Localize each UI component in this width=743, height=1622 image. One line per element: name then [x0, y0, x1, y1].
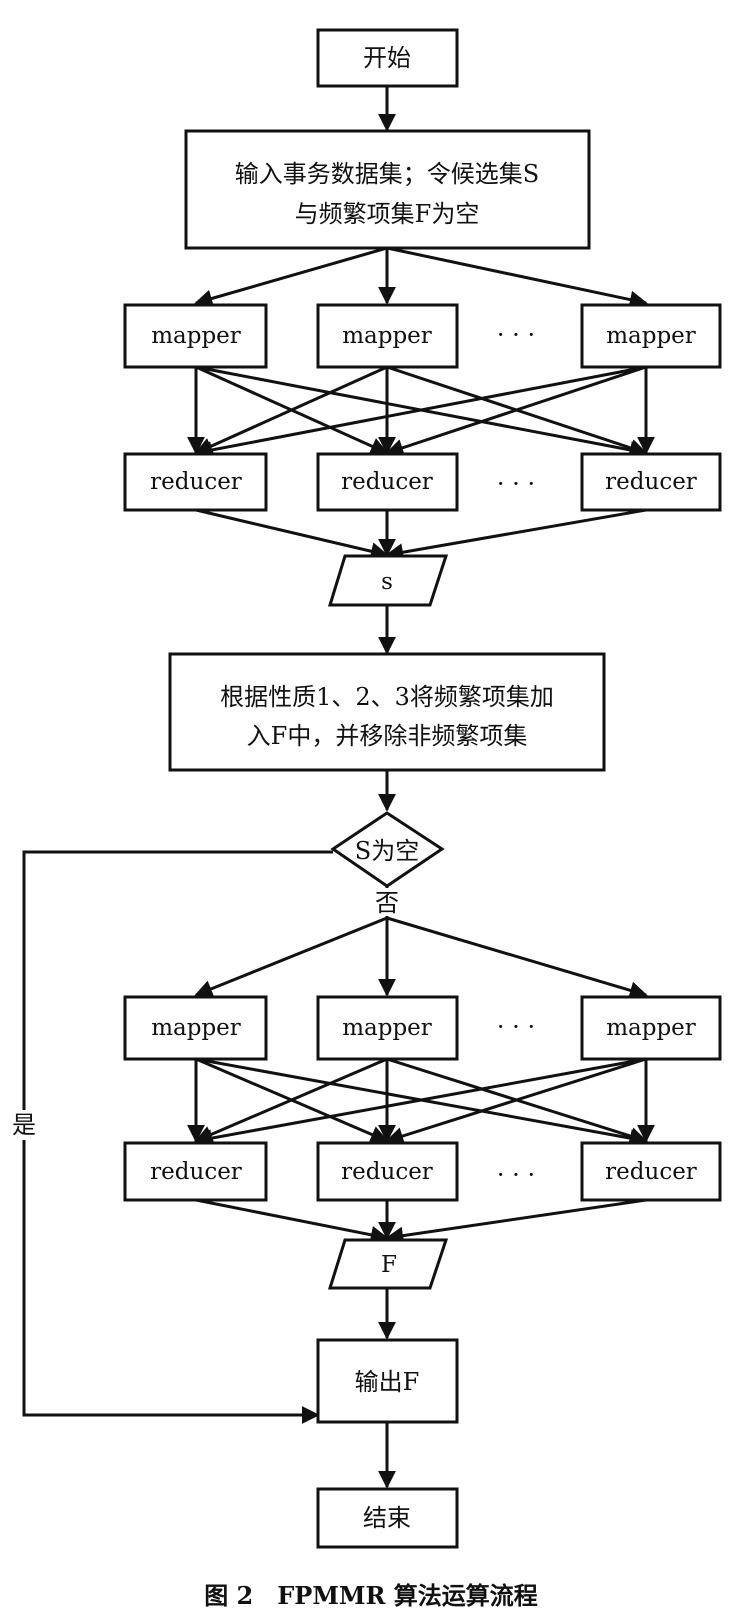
output-node: 输出F	[316, 1338, 459, 1424]
reducer-node-bottom-3: reducer	[580, 1141, 722, 1202]
yes-label-bg	[8, 1110, 40, 1140]
output-label: 输出F	[355, 1368, 420, 1396]
s-data-node: s	[327, 554, 449, 607]
decision-node: S为空	[330, 811, 445, 888]
mapper-node-bottom-3: mapper	[580, 995, 722, 1061]
ellipsis-mapper-top: · · ·	[497, 321, 535, 349]
reducer-node-top-1: reducer	[123, 452, 268, 512]
reducer-node-top-3: reducer	[580, 452, 722, 512]
end-node: 结束	[316, 1487, 459, 1549]
mapper-label: mapper	[342, 323, 432, 349]
input-label-line1: 输入事务数据集；令候选集S	[235, 160, 539, 188]
mapper-label: mapper	[151, 1015, 241, 1041]
end-label: 结束	[363, 1504, 411, 1532]
decision-label: S为空	[355, 837, 419, 865]
edges-mapper-reducer-top	[187, 365, 655, 459]
reducer-node-top-2: reducer	[316, 452, 459, 512]
input-node: 输入事务数据集；令候选集S 与频繁项集F为空	[184, 129, 591, 250]
mapper-node-top-1: mapper	[123, 303, 268, 369]
s-label: s	[381, 569, 393, 595]
yes-label: 是	[12, 1111, 36, 1139]
no-label: 否	[375, 889, 399, 917]
figure-caption: 图 2 FPMMR 算法运算流程	[204, 1581, 538, 1610]
process-label-line2: 入F中，并移除非频繁项集	[247, 722, 528, 750]
reducer-label: reducer	[150, 1159, 242, 1185]
edge-reducer-1-f	[195, 1198, 389, 1244]
reducer-label: reducer	[341, 1159, 433, 1185]
edge-decision-yes	[22, 850, 333, 1424]
edge-input-mapper-3	[386, 246, 648, 309]
mapper-node-bottom-2: mapper	[316, 995, 459, 1061]
reducer-label: reducer	[605, 469, 697, 495]
mapper-label: mapper	[606, 1015, 696, 1041]
connectors	[22, 86, 655, 1489]
process-label-line1: 根据性质1、2、3将频繁项集加	[220, 683, 554, 711]
edge-reducer-3-f	[385, 1198, 647, 1245]
mapper-label: mapper	[606, 323, 696, 349]
mapper-node-top-2: mapper	[316, 303, 459, 369]
reducer-label: reducer	[341, 469, 433, 495]
mapper-label: mapper	[342, 1015, 432, 1041]
edge-no-mapper-3	[386, 916, 648, 1000]
ellipsis-mapper-bottom: · · ·	[497, 1013, 535, 1041]
f-data-node: F	[327, 1238, 449, 1290]
edge-no-mapper-1	[194, 916, 388, 998]
mapper-node-bottom-1: mapper	[123, 995, 268, 1061]
reducer-node-bottom-1: reducer	[123, 1141, 268, 1202]
start-label: 开始	[363, 44, 411, 72]
no-label-bg	[370, 888, 404, 916]
reducer-label: reducer	[605, 1159, 697, 1185]
edges-mapper-reducer-bottom	[187, 1057, 655, 1147]
mapper-node-top-3: mapper	[580, 303, 722, 369]
ellipsis-reducer-top: · · ·	[497, 470, 535, 498]
mapper-label: mapper	[151, 323, 241, 349]
edge-input-mapper-1	[194, 246, 388, 308]
reducer-node-bottom-2: reducer	[316, 1141, 459, 1202]
f-label: F	[381, 1252, 397, 1278]
input-label-line2: 与频繁项集F为空	[295, 200, 480, 228]
edge-reducer-1-s	[195, 508, 389, 561]
process-node: 根据性质1、2、3将频繁项集加 入F中，并移除非频繁项集	[168, 652, 606, 772]
reducer-label: reducer	[150, 469, 242, 495]
edge-reducer-3-s	[385, 508, 647, 562]
start-node: 开始	[316, 28, 459, 88]
ellipsis-reducer-bottom: · · ·	[497, 1161, 535, 1189]
